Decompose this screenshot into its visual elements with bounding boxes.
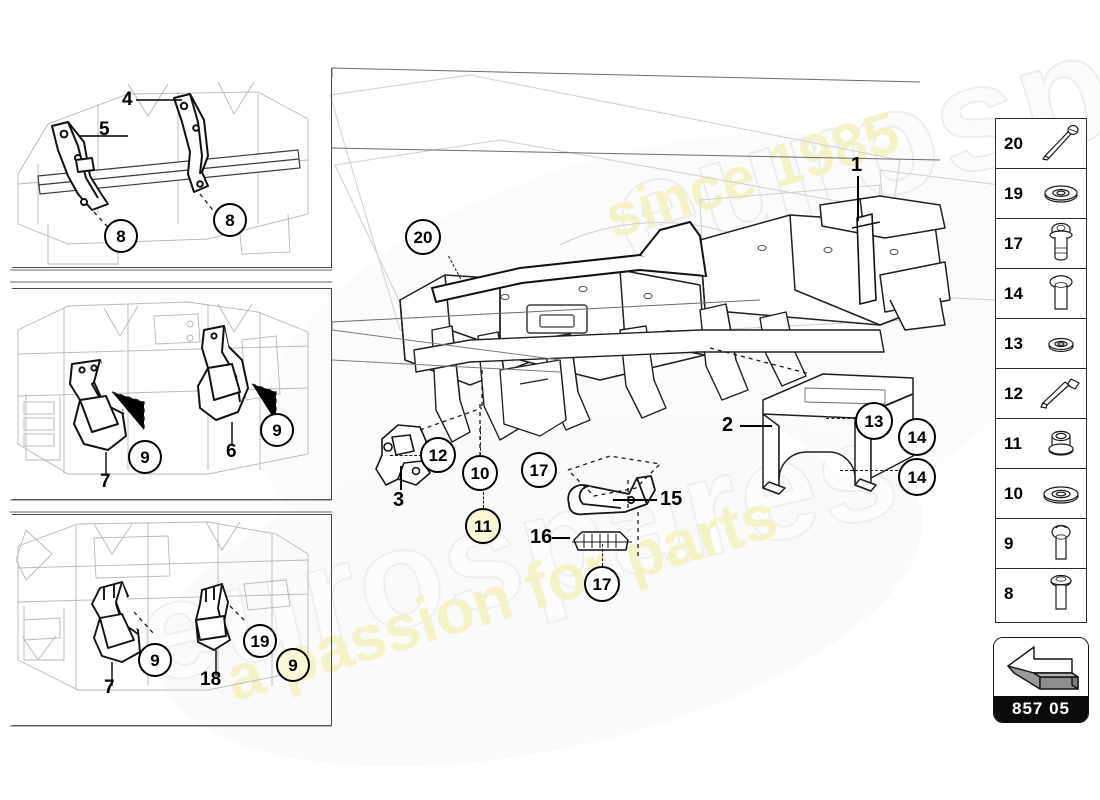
flange-screw-icon [1036, 219, 1086, 268]
diagram-reference-badge[interactable]: 857 05 [993, 637, 1089, 723]
inset-top-label-4: 4 [122, 89, 133, 110]
flange-bolt-icon [1036, 269, 1086, 318]
main-callout-20[interactable]: 20 [405, 219, 441, 255]
inset-top-label-5: 5 [99, 119, 110, 140]
leader-16 [552, 537, 570, 539]
left-arrow-3d-icon [1007, 646, 1079, 690]
main-callout-11[interactable]: 11 [465, 508, 501, 544]
legend-row-number: 19 [1004, 183, 1023, 203]
legend-row-number: 14 [1004, 283, 1023, 303]
main-label-16: 16 [530, 526, 553, 548]
inset-bottom-callout-19[interactable]: 19 [243, 624, 277, 658]
inset-middle-label-7: 7 [100, 471, 111, 492]
pan-bolt-icon [1036, 569, 1086, 619]
main-label-2: 2 [722, 414, 734, 436]
badge-icon-area [994, 638, 1088, 696]
inset-top-artwork [17, 81, 309, 265]
small-washer-icon [1036, 319, 1086, 368]
leader-2 [740, 425, 772, 427]
long-bolt-icon [1036, 119, 1086, 168]
inset-bottom-callout-9b[interactable]: 9 [276, 648, 310, 682]
legend-row[interactable]: 9 [996, 519, 1086, 569]
legend-row-number: 20 [1004, 133, 1023, 153]
inset-top-callout-8b[interactable]: 8 [213, 203, 247, 237]
inset-bottom-label-18: 18 [200, 669, 222, 690]
hex-bolt-icon [1036, 519, 1086, 568]
legend-row[interactable]: 17 [996, 219, 1086, 269]
main-callout-17a[interactable]: 17 [521, 452, 557, 488]
legend-row-number: 11 [1004, 433, 1022, 453]
assembly-dash-group [419, 370, 483, 456]
legend-row-number: 9 [1004, 533, 1014, 553]
inset-middle-label-6: 6 [226, 441, 237, 462]
legend-row-number: 17 [1004, 233, 1023, 253]
main-callout-14b[interactable]: 14 [898, 458, 936, 496]
leader-11-dash [483, 492, 484, 508]
inset-bottom-artwork [15, 521, 309, 691]
wide-washer-icon [1036, 469, 1086, 518]
legend-row[interactable]: 12 [996, 369, 1086, 419]
long-screw-icon [1036, 369, 1086, 418]
legend-row[interactable]: 13 [996, 319, 1086, 369]
legend-row[interactable]: 8 [996, 569, 1086, 619]
inset-bottom-label-7: 7 [104, 677, 115, 698]
leader-15 [613, 499, 657, 501]
legend-row[interactable]: 19 [996, 169, 1086, 219]
legend-row-number: 10 [1004, 483, 1023, 503]
main-label-15: 15 [660, 488, 683, 510]
inset-middle-callout-9b[interactable]: 9 [260, 413, 294, 447]
leader-3 [400, 466, 402, 490]
assembly-dash-2 [709, 347, 811, 375]
leader-17b-dash [602, 544, 603, 566]
inset-middle-artwork [17, 301, 309, 476]
legend-row-number: 13 [1004, 333, 1023, 353]
flange-nut-icon [1036, 419, 1086, 468]
leader-12-dash [390, 455, 422, 456]
legend-row[interactable]: 11 [996, 419, 1086, 469]
legend-row[interactable]: 10 [996, 469, 1086, 519]
legend-row[interactable]: 14 [996, 269, 1086, 319]
legend-row-number: 12 [1004, 383, 1023, 403]
legend-row-number: 8 [1004, 584, 1014, 603]
leader-10-dash [480, 426, 481, 456]
leader-14b-dash [840, 470, 898, 471]
main-callout-17b[interactable]: 17 [584, 566, 620, 602]
part-16-clip-artwork [572, 531, 632, 551]
parts-legend-table: 20 19 [995, 118, 1087, 623]
inset-top-callout-8a[interactable]: 8 [104, 219, 138, 253]
inset-bottom-callout-9a[interactable]: 9 [138, 643, 172, 677]
inset-panel-top [12, 68, 332, 268]
washer-icon [1036, 169, 1086, 218]
badge-reference-code: 857 05 [994, 696, 1088, 722]
inset-middle-callout-9a[interactable]: 9 [128, 440, 162, 474]
main-callout-14a[interactable]: 14 [898, 418, 936, 456]
leader-13-dash [826, 418, 856, 419]
main-callout-13[interactable]: 13 [855, 402, 893, 440]
main-label-1: 1 [851, 154, 863, 176]
assembly-dash-17 [567, 455, 662, 558]
main-label-3: 3 [393, 489, 405, 511]
legend-row[interactable]: 20 [996, 119, 1086, 169]
leader-1 [857, 176, 859, 221]
